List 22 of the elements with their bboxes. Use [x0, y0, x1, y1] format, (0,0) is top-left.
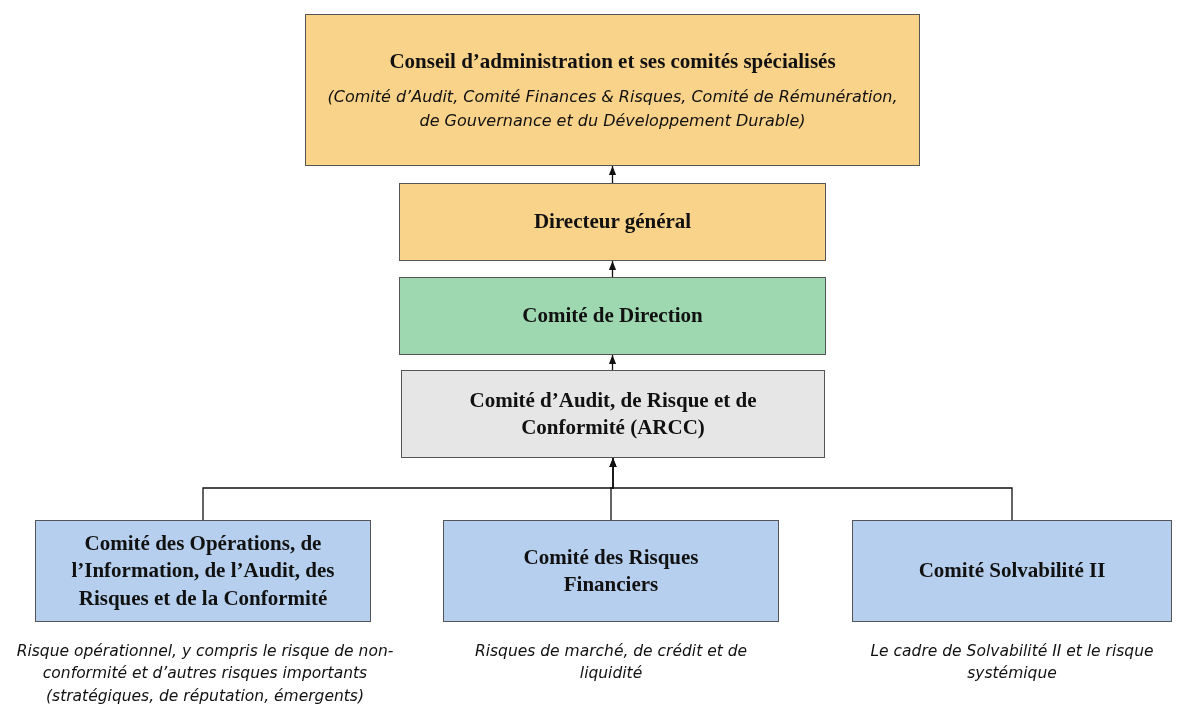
risk-description: Risque opérationnel, y compris le risque de non-conformité et d’autres risques importants (stratégiques, de réputation, émergents)	[15, 641, 395, 707]
box-title: Comité d’Audit, de Risque et de Conformité (ARCC)	[468, 386, 758, 441]
box-title: Comité Solvabilité II	[918, 557, 1106, 585]
connector-arrow	[609, 457, 1013, 521]
org-box	[852, 520, 1172, 622]
box-title: Comité des Opérations, de l’Information, de l’Audit, des Risques et de la Conformité	[70, 530, 336, 612]
org-box	[35, 520, 371, 622]
connector-arrow	[608, 260, 617, 278]
box-title: Comité de Direction	[522, 302, 703, 330]
box-title: Conseil d’administration et ses comités spécialisés	[389, 48, 836, 76]
box-title: Comité des Risques Financiers	[522, 543, 700, 598]
org-box	[305, 14, 920, 166]
risk-description: Le cadre de Solvabilité II et le risque systémique	[869, 641, 1155, 685]
connector-arrow	[608, 354, 617, 371]
box-title: Directeur général	[533, 208, 692, 236]
connector-arrow	[608, 165, 617, 184]
risk-description: Risques de marché, de crédit et de liquidité	[473, 641, 749, 685]
box-description: (Comité d’Audit, Comité Finances & Risques, Comité de Rémunération, de Gouvernance et du Développement Durable)	[326, 86, 899, 132]
org-box	[399, 183, 826, 261]
org-box	[399, 277, 826, 355]
org-box	[401, 370, 825, 458]
org-box	[443, 520, 779, 622]
